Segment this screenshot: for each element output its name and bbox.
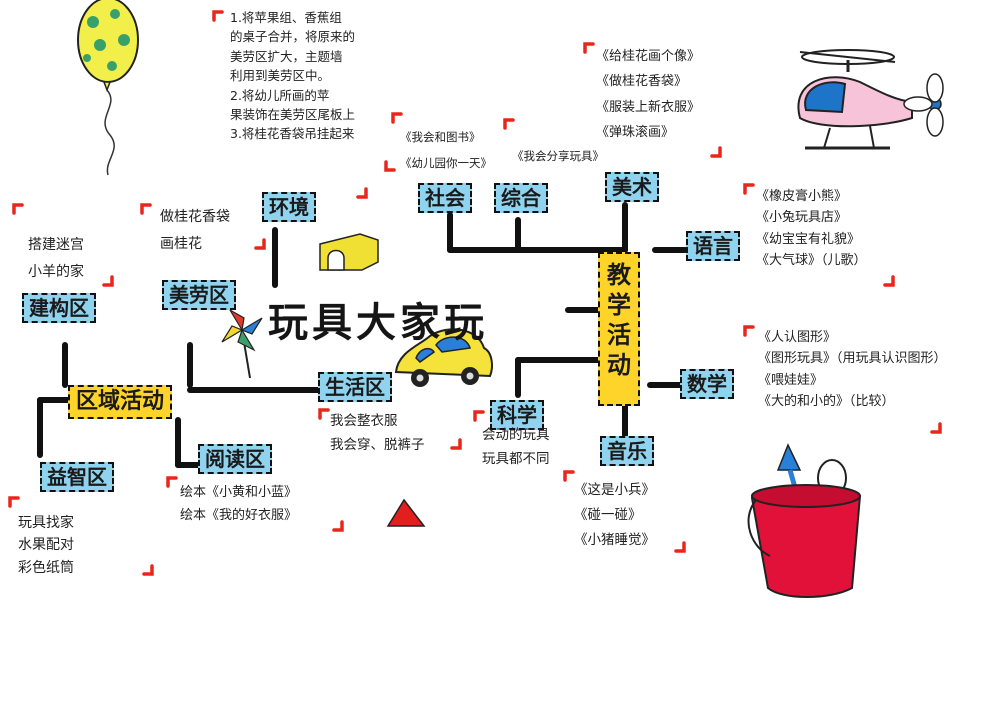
note-daily-life-area: 我会整衣服 我会穿、脱裤子 [330, 410, 425, 457]
note-social: 《我会和图书》 《幼儿园你一天》 [400, 124, 492, 177]
balloon-icon [77, 0, 139, 176]
note-line: 《图形玩具》（用玩具认识图形） [758, 351, 947, 367]
note-arts-crafts-area: 做桂花香袋 画桂花 [160, 204, 230, 257]
triangle-block-icon [386, 498, 426, 527]
note-construction-area: 搭建迷宫 小羊的家 [28, 232, 84, 285]
note-line: 《大气球》（儿歌） [756, 253, 867, 269]
note-line: 的桌子合并，将原来的 [230, 29, 356, 45]
node-regional-activities[interactable]: 区域活动 [68, 385, 173, 419]
note-line: 《人认图形》 [758, 330, 837, 345]
note-art: 《给桂花画个像》 《做桂花香袋》 《服装上新衣服》 《弹珠滚画》 [596, 44, 700, 145]
node-social[interactable]: 社会 [418, 183, 472, 213]
note-line: 美劳区扩大，主题墙 [230, 48, 343, 64]
note-line: 我会穿、脱裤子 [330, 436, 425, 453]
note-line: 《幼儿园你一天》 [400, 156, 492, 171]
note-line: 搭建迷宫 [28, 237, 84, 253]
node-reading-area[interactable]: 阅读区 [198, 444, 272, 474]
note-line: 2.将幼儿所画的苹 [230, 87, 330, 103]
note-line: 《服装上新衣服》 [596, 99, 701, 115]
note-line: 利用到美劳区中。 [230, 68, 331, 84]
note-line: 果装饰在美劳区尾板上 [230, 106, 356, 122]
pinwheel-icon [221, 308, 263, 379]
note-language: 《橡皮膏小熊》 《小兔玩具店》 《幼宝宝有礼貌》 《大气球》（儿歌） [756, 186, 867, 272]
note-science: 会动的玩具 玩具都不同 [482, 424, 550, 471]
note-line: 《橡皮膏小熊》 [756, 189, 848, 204]
node-puzzle-area[interactable]: 益智区 [40, 462, 114, 492]
node-arts-crafts-area[interactable]: 美劳区 [162, 280, 236, 310]
note-line: 我会整衣服 [330, 413, 398, 429]
map-title: 玩具大家玩 [268, 300, 488, 346]
bucket-with-toys-icon [747, 443, 862, 598]
note-line: 玩具找家 [18, 515, 74, 531]
note-line: 《给桂花画个像》 [596, 49, 701, 64]
note-line: 3.将桂花香袋吊挂起来 [230, 126, 355, 142]
note-line: 画桂花 [160, 235, 202, 252]
note-math: 《人认图形》 《图形玩具》（用玩具认识图形） 《喂娃娃》 《大的和小的》（比较） [758, 327, 947, 413]
node-teaching-activities[interactable]: 教学活动 [598, 252, 640, 406]
note-line: 绘本《小黄和小蓝》 [180, 485, 298, 500]
note-line: 《做桂花香袋》 [596, 74, 688, 90]
note-line: 《小猪睡觉》 [574, 531, 655, 548]
note-environment: 1.将苹果组、香蕉组 的桌子合并，将原来的 美劳区扩大，主题墙 利用到美劳区中。… [230, 8, 355, 144]
note-line: 《喂娃娃》 [758, 372, 824, 388]
helicopter-icon [797, 49, 944, 150]
note-reading-area: 绘本《小黄和小蓝》 绘本《我的好衣服》 [180, 482, 297, 528]
note-line: 会动的玩具 [482, 427, 550, 443]
node-science[interactable]: 科学 [490, 400, 544, 430]
note-line: 做桂花香袋 [160, 209, 230, 225]
node-art[interactable]: 美术 [605, 172, 659, 202]
note-brackets [8, 10, 942, 576]
note-line: 《幼宝宝有礼貌》 [756, 231, 861, 247]
car-icon [394, 328, 493, 387]
connector-lines [37, 202, 688, 468]
note-line: 《弹珠滚画》 [596, 125, 675, 141]
note-line: 玩具都不同 [482, 450, 550, 467]
note-line: 《小兔玩具店》 [756, 210, 848, 226]
node-math[interactable]: 数学 [680, 369, 734, 399]
note-line: 绘本《我的好衣服》 [180, 507, 298, 523]
note-line: 《这是小兵》 [574, 482, 655, 498]
note-line: 《大的和小的》（比较） [758, 394, 895, 410]
note-line: 《我会和图书》 [400, 130, 481, 144]
note-line: 彩色纸筒 [18, 559, 74, 576]
note-line: 《碰一碰》 [574, 506, 642, 523]
note-music: 《这是小兵》 《碰一碰》 《小猪睡觉》 [574, 478, 655, 553]
node-integrated[interactable]: 综合 [494, 183, 548, 213]
note-line: 《我会分享玩具》 [512, 149, 604, 163]
tunnel-block-icon [319, 233, 379, 271]
note-integrated: 《我会分享玩具》 [512, 148, 604, 166]
node-language[interactable]: 语言 [686, 231, 740, 261]
note-line: 1.将苹果组、香蕉组 [230, 10, 342, 25]
note-puzzle-area: 玩具找家 水果配对 彩色纸筒 [18, 512, 74, 579]
node-environment[interactable]: 环境 [262, 192, 316, 222]
node-music[interactable]: 音乐 [600, 436, 654, 466]
node-construction-area[interactable]: 建构区 [22, 293, 96, 323]
node-daily-life-area[interactable]: 生活区 [318, 372, 392, 402]
note-line: 水果配对 [18, 537, 74, 554]
note-line: 小羊的家 [28, 263, 84, 280]
